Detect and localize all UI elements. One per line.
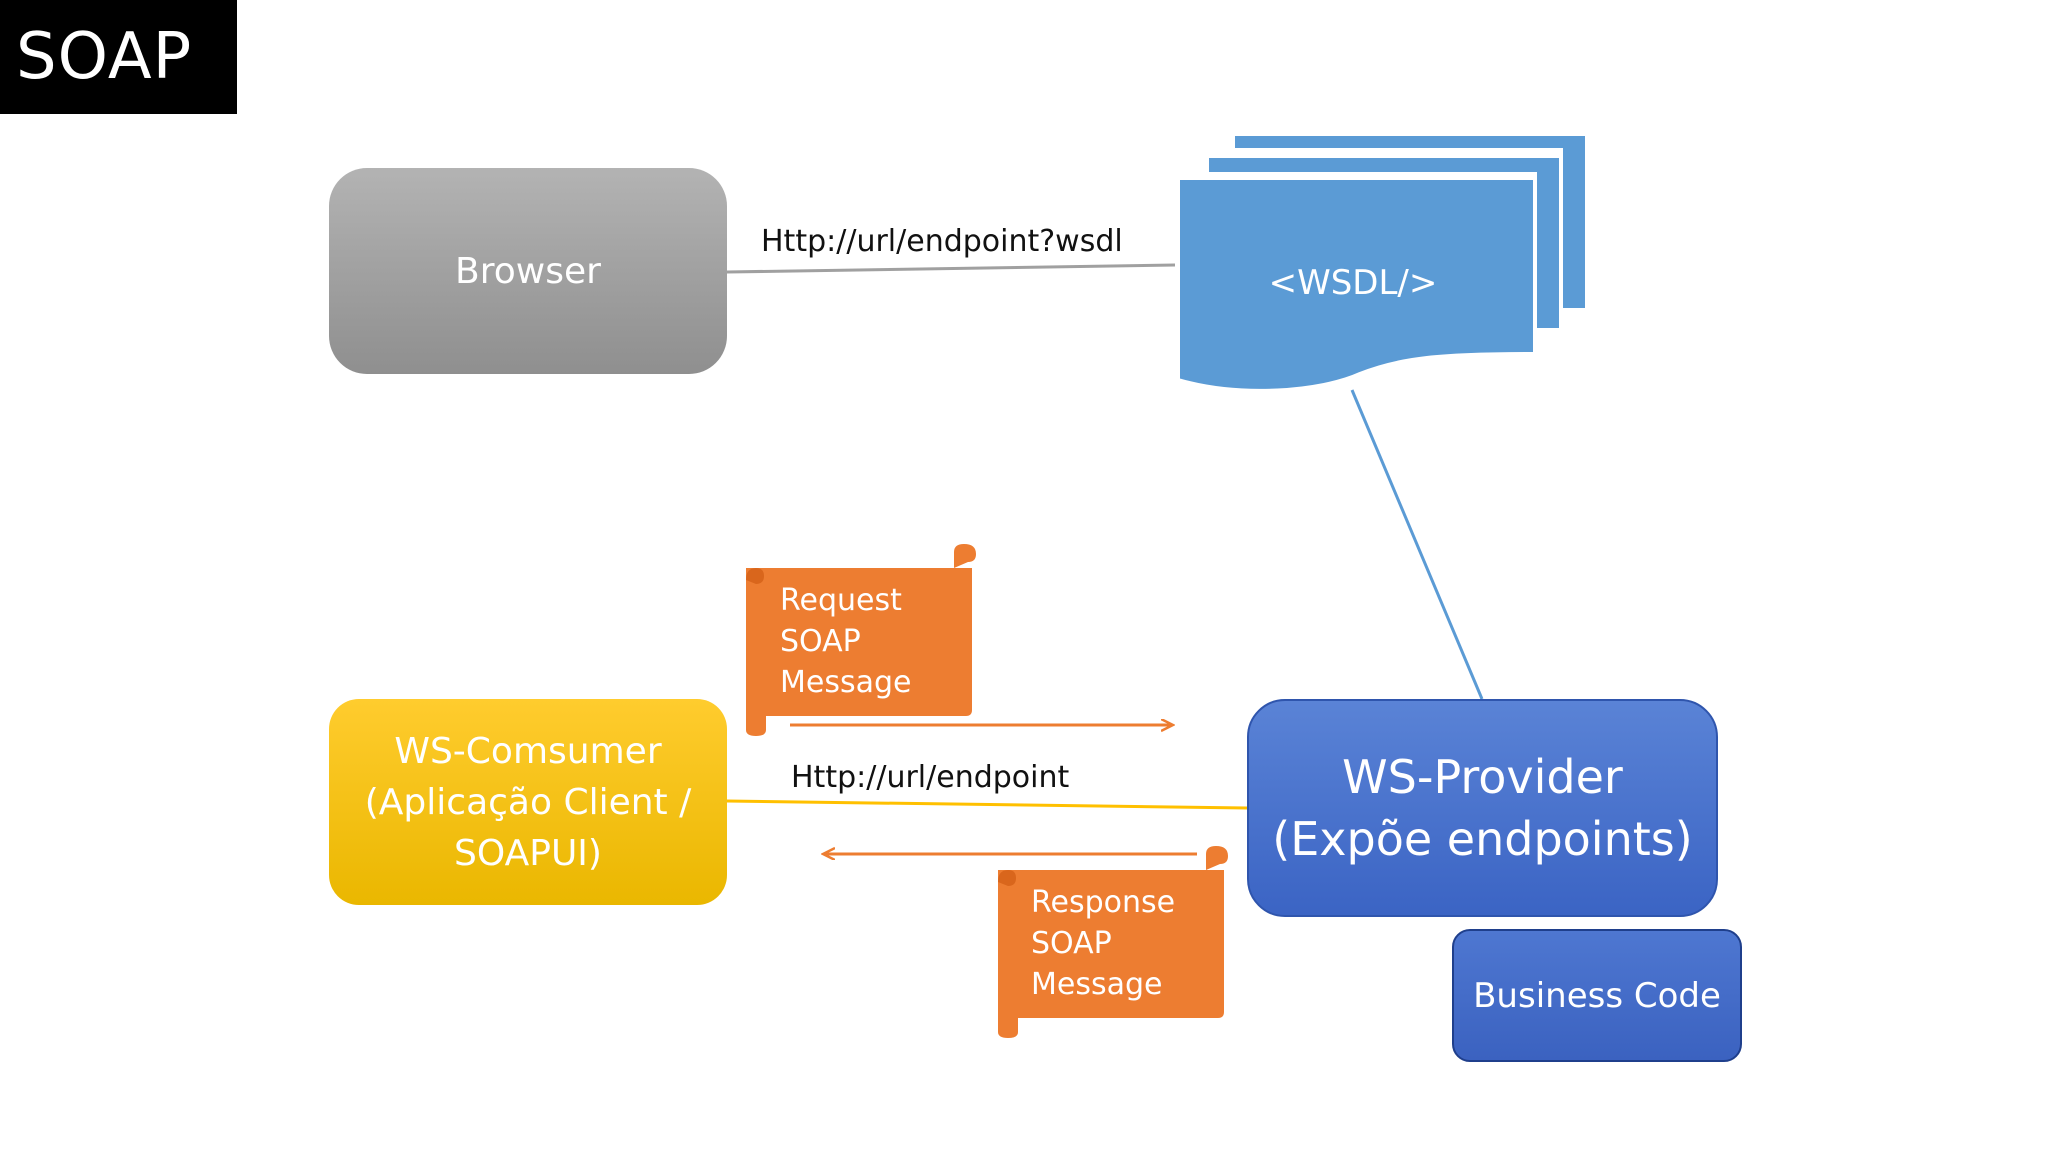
business-code-node: Business Code (1452, 929, 1742, 1062)
response-message-label: Response SOAP Message (1031, 882, 1175, 1005)
response-line-2: SOAP (1031, 926, 1112, 961)
request-line-1: Request (780, 583, 902, 618)
wsdl-label: <WSDL/> (1268, 263, 1438, 303)
request-scroll-shape (746, 544, 976, 736)
consumer-line-1: WS-Comsumer (394, 730, 662, 772)
browser-label: Browser (455, 250, 601, 292)
provider-line-2: (Expõe endpoints) (1272, 812, 1693, 866)
page-title: SOAP (0, 0, 237, 114)
business-code-label: Business Code (1473, 975, 1721, 1016)
consumer-line-2: (Aplicação Client / (364, 781, 692, 823)
consumer-provider-connector (726, 799, 1248, 810)
response-line-3: Message (1031, 967, 1163, 1002)
request-line-2: SOAP (780, 624, 861, 659)
wsdl-url-label: Http://url/endpoint?wsdl (761, 224, 1123, 259)
request-message-label: Request SOAP Message (780, 580, 911, 703)
browser-wsdl-connector (726, 263, 1176, 274)
consumer-line-3: SOAPUI) (454, 832, 602, 874)
provider-line-1: WS-Provider (1342, 750, 1623, 804)
response-scroll-shape (998, 846, 1228, 1038)
ws-consumer-node: WS-Comsumer (Aplicação Client / SOAPUI) (329, 699, 727, 905)
response-line-1: Response (1031, 885, 1176, 920)
ws-provider-node: WS-Provider (Expõe endpoints) (1247, 699, 1718, 917)
endpoint-url-label: Http://url/endpoint (791, 760, 1070, 795)
wsdl-document-shape (1176, 132, 1589, 393)
browser-node: Browser (329, 168, 727, 374)
wsdl-provider-connector (1350, 389, 1484, 700)
request-line-3: Message (780, 665, 912, 700)
